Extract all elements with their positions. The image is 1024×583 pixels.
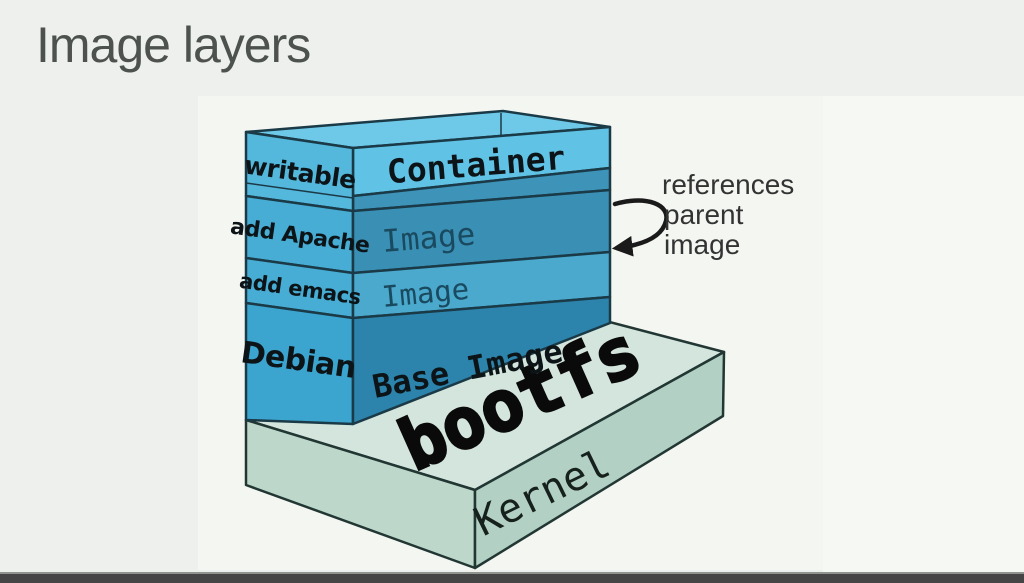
page-title: Image layers <box>36 17 311 73</box>
annotation-line-2: parent <box>664 199 744 230</box>
image2-label: Image <box>380 272 470 314</box>
base-image-front-face <box>351 295 612 426</box>
image-layers-diagram: bootfs Kernel writable add Apache add <box>229 109 794 570</box>
bottom-video-bar <box>0 572 1024 583</box>
platform-front-face <box>473 350 726 570</box>
annotation-line-3: image <box>664 229 740 260</box>
platform-slab <box>244 290 726 570</box>
figure-right-margin <box>823 96 1024 573</box>
layer-stack <box>244 109 612 426</box>
references-parent-arrow <box>611 198 669 257</box>
writable-inner-rim-edge <box>245 182 354 199</box>
annotation-line-1: references <box>662 169 794 200</box>
image1-label: Image <box>381 216 477 260</box>
